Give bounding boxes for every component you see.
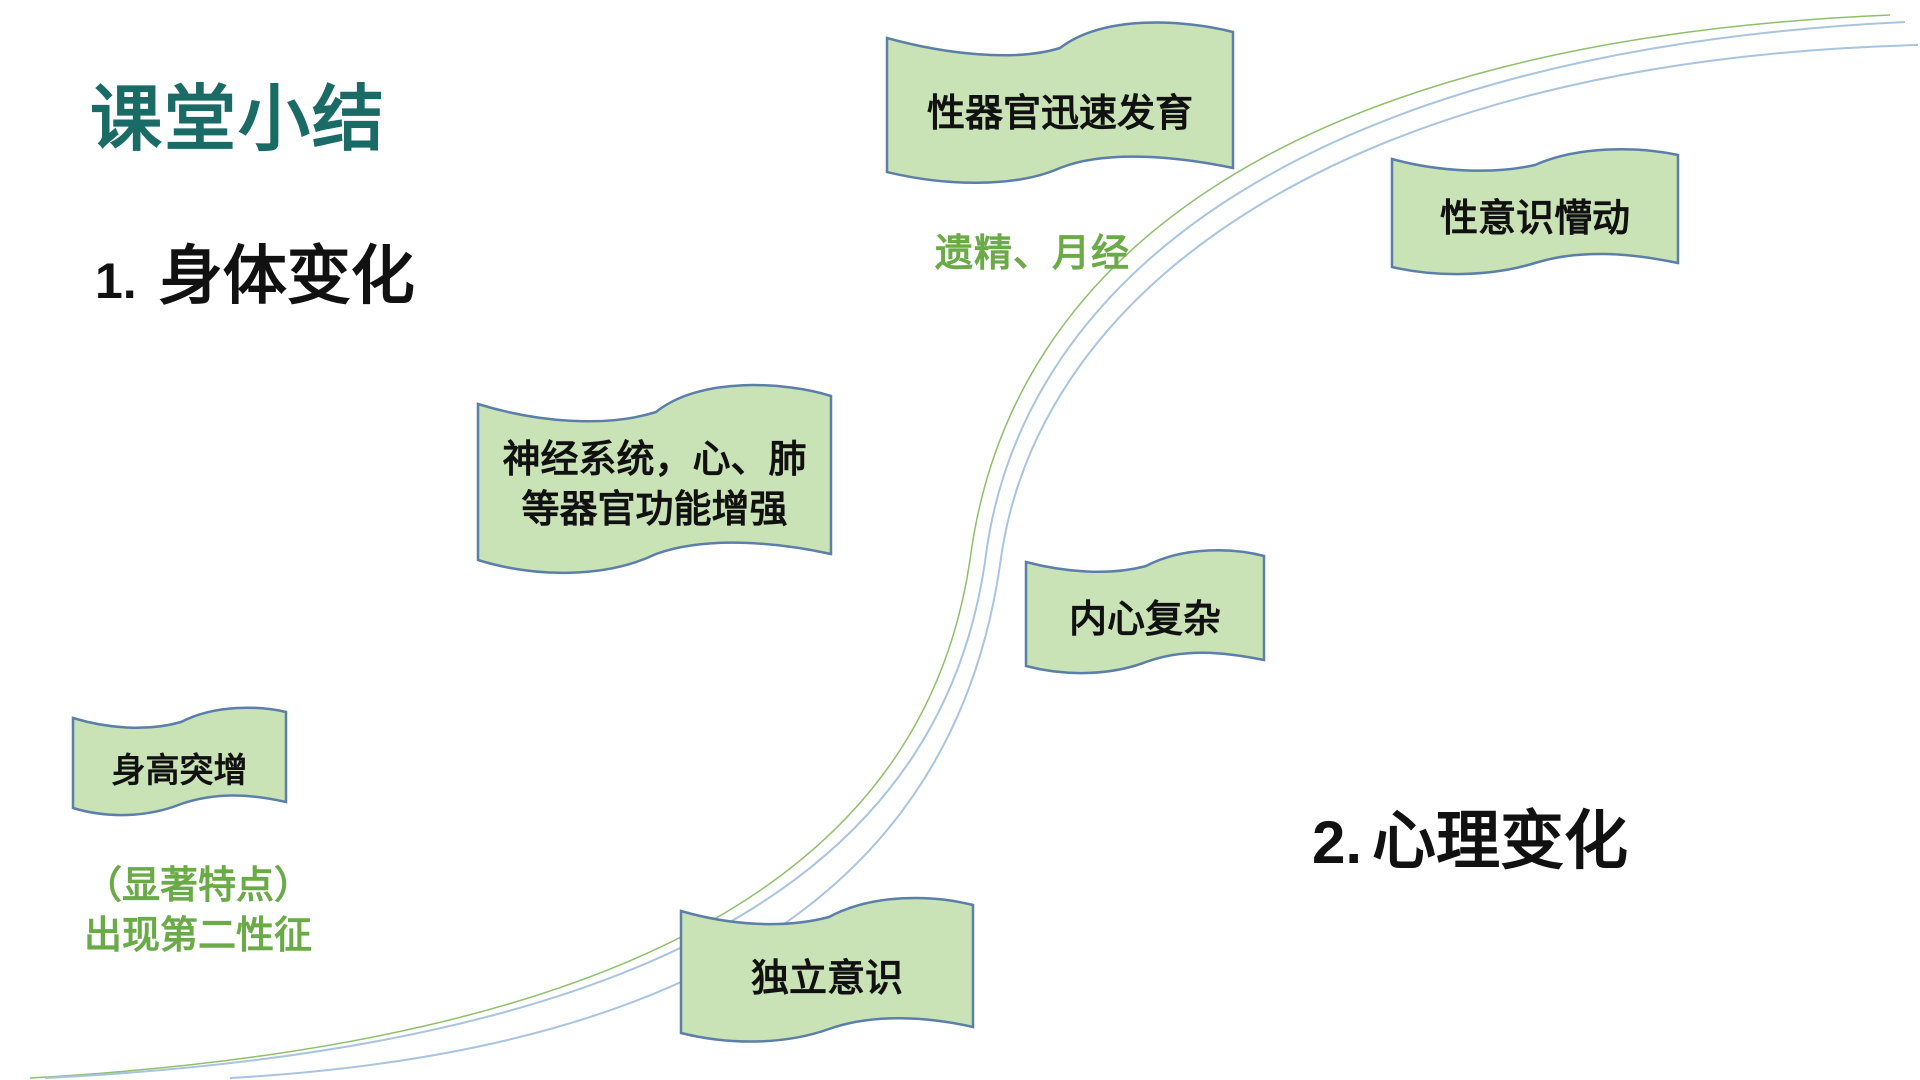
banner-height-increase: 身高突增	[71, 706, 288, 817]
banner-label-line1: 神经系统，心、肺	[502, 437, 807, 481]
note-feature-line2: 出现第二性征	[83, 913, 312, 957]
banner-shape	[1024, 549, 1266, 675]
banner-sexual-awareness: 性意识懵动	[1390, 145, 1680, 276]
banner-label: 身高突增	[111, 751, 248, 791]
note-secondary-sex-features: （显著特点） 出现第二性征	[68, 860, 328, 960]
banner-label: 内心复杂	[1068, 597, 1221, 641]
banner-inner-complexity: 内心复杂	[1024, 548, 1266, 675]
divider-curve-blue-1	[44, 21, 1906, 1079]
section-label-psychological: 心理变化	[1372, 805, 1629, 879]
banner-sex-organs: 性器官迅速发育	[885, 20, 1235, 185]
banner-shape	[885, 21, 1235, 184]
banner-shape	[71, 706, 288, 817]
divider-curve-blue-2	[229, 44, 1919, 1079]
banner-shape	[1390, 148, 1680, 276]
banner-label-line2: 等器官功能增强	[521, 487, 788, 531]
banner-label: 性器官迅速发育	[926, 91, 1193, 135]
section-number-physical: 1.	[95, 253, 137, 309]
banner-label: 独立意识	[750, 956, 903, 1000]
section-label-physical: 身体变化	[158, 240, 415, 314]
section-heading-psychological: 2.心理变化	[1312, 790, 1628, 882]
section-heading-physical: 1. 身体变化	[95, 225, 415, 317]
banner-label: 性意识懵动	[1439, 196, 1630, 240]
banner-organ-function: 神经系统，心、肺 等器官功能增强	[476, 382, 833, 577]
divider-curve-green	[29, 14, 1891, 1079]
banner-shape	[679, 896, 975, 1043]
banner-shape	[476, 383, 833, 575]
note-emission-menstruation: 遗精、月经	[935, 231, 1131, 275]
note-feature-line1: （显著特点）	[83, 863, 312, 907]
banner-label: 神经系统，心、肺 等器官功能增强	[476, 434, 833, 534]
page-title: 课堂小结	[90, 77, 387, 161]
banner-independence: 独立意识	[679, 895, 975, 1043]
section-number-psychological: 2.	[1312, 809, 1363, 876]
